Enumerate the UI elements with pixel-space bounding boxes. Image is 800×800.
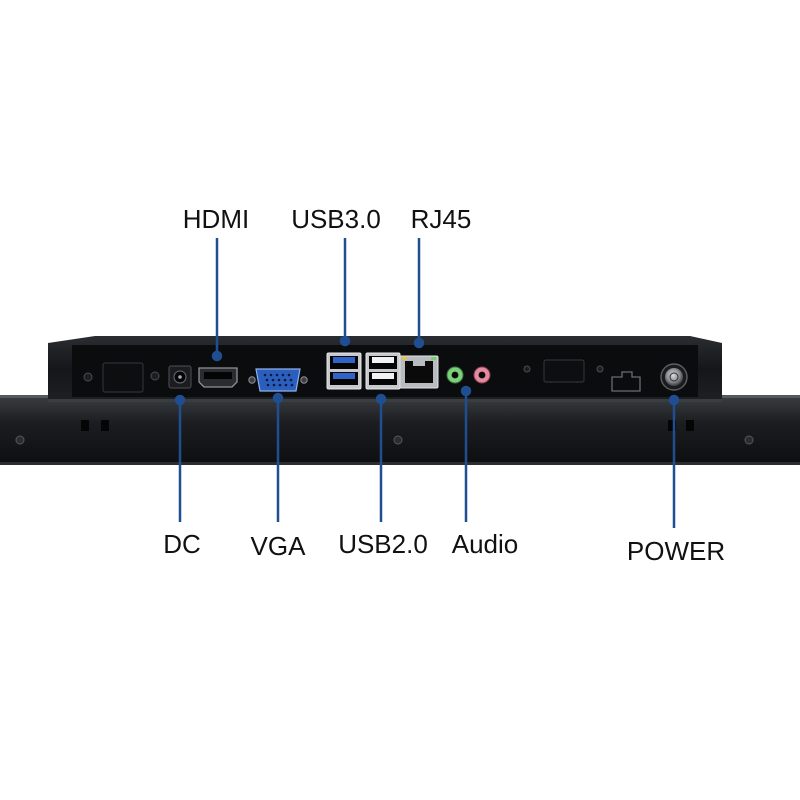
- label-power: POWER: [627, 536, 725, 566]
- label-usb2: USB2.0: [338, 529, 428, 559]
- screw-icon: [150, 371, 160, 381]
- audio-green-jack-icon: [446, 366, 464, 384]
- rj45-port-icon: [399, 355, 439, 389]
- vent-slot-icon: [668, 420, 676, 431]
- vga-port-icon: [248, 368, 308, 392]
- audio-pink-jack-icon: [473, 366, 491, 384]
- screw-icon: [83, 372, 93, 382]
- vent-slot-icon: [686, 420, 694, 431]
- usb3-port-icon: [326, 352, 362, 390]
- screw-icon: [15, 435, 25, 445]
- leader-lines: [174, 238, 680, 528]
- label-audio: Audio: [452, 529, 519, 559]
- chassis-band: [0, 395, 800, 465]
- switch-outline-icon: [611, 371, 641, 392]
- vent-slot-icon: [101, 420, 109, 431]
- cover-plate: [102, 362, 144, 393]
- label-vga: VGA: [251, 531, 307, 561]
- cover-plate: [543, 359, 585, 383]
- vent-slot-icon: [81, 420, 89, 431]
- label-hdmi: HDMI: [183, 204, 249, 234]
- screw-icon: [596, 365, 604, 373]
- port-labels: HDMI USB3.0 RJ45 DC VGA USB2.0 Audio POW…: [163, 204, 725, 566]
- usb2-port-icon: [365, 352, 401, 390]
- screw-icon: [744, 435, 754, 445]
- io-panel: [48, 336, 722, 402]
- label-dc: DC: [163, 529, 201, 559]
- dc-jack-icon: [168, 365, 192, 389]
- label-rj45: RJ45: [411, 204, 472, 234]
- screw-icon: [393, 435, 403, 445]
- hdmi-port-icon: [198, 367, 238, 388]
- label-usb3: USB3.0: [291, 204, 381, 234]
- power-button-icon: [660, 363, 688, 391]
- screw-icon: [523, 365, 531, 373]
